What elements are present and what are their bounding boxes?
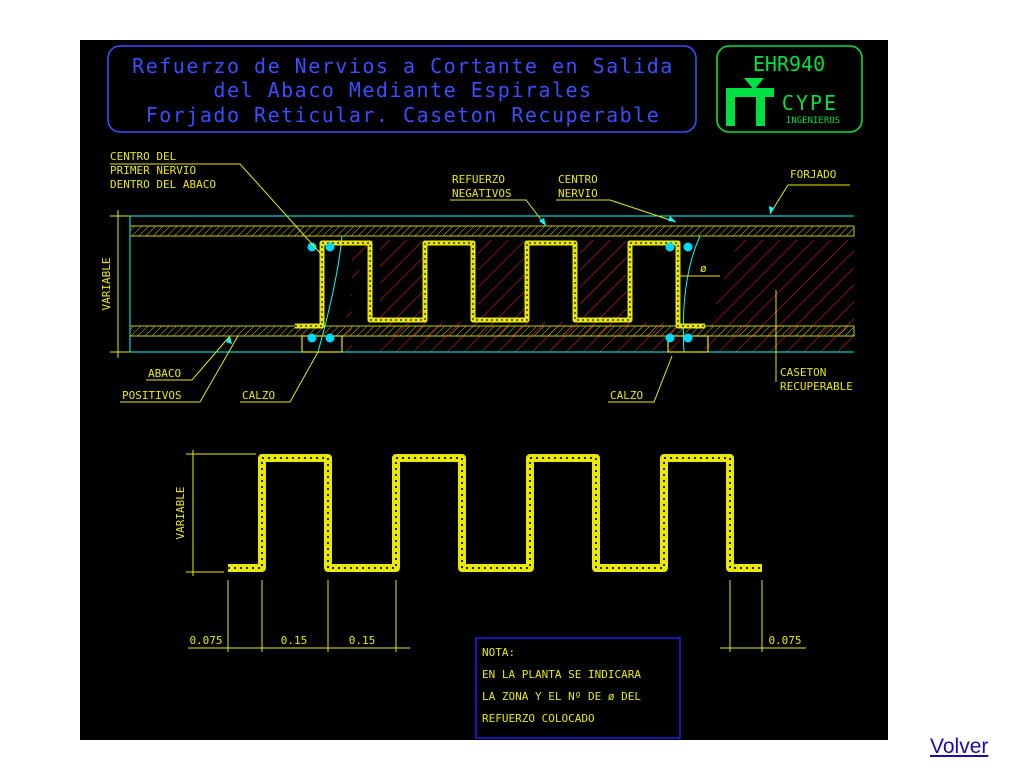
cype-logo: EHR940 CYPE INGENIEROS: [716, 45, 863, 133]
label-centro-nervio-1: CENTRO: [558, 173, 598, 186]
label-refuerzo-2: NEGATIVOS: [452, 187, 512, 200]
calzo-left: [301, 335, 343, 353]
label-calzo-left: CALZO: [242, 389, 275, 402]
cad-canvas: Refuerzo de Nervios a Cortante en Salida…: [100, 45, 863, 739]
label-forjado: FORJADO: [790, 168, 836, 181]
dim-4: 0.075: [768, 634, 801, 647]
label-centro-primer-3: DENTRO DEL ABACO: [110, 178, 216, 191]
label-centro-primer-1: CENTRO DEL: [110, 150, 177, 163]
label-caseton-2: RECUPERABLE: [780, 380, 853, 393]
volver-link[interactable]: Volver: [930, 735, 989, 758]
top-slab: [129, 225, 855, 237]
label-centro-primer-2: PRIMER NERVIO: [110, 164, 196, 177]
spiral-detail: [228, 454, 762, 572]
abaco-slab: [129, 325, 855, 337]
logo-brand: CYPE: [782, 91, 838, 115]
label-positivos: POSITIVOS: [122, 389, 182, 402]
cad-drawing: Refuerzo de Nervios a Cortante en Salida…: [80, 40, 888, 740]
title-frame: [107, 45, 697, 133]
note-line-4: REFUERZO COLOCADO: [482, 712, 595, 725]
logo-code: EHR940: [753, 52, 825, 76]
dim-1: 0.075: [189, 634, 222, 647]
dim-3: 0.15: [349, 634, 376, 647]
logo-sub: INGENIEROS: [786, 116, 840, 126]
label-caseton-1: CASETON: [780, 366, 826, 379]
label-abaco: ABACO: [148, 367, 181, 380]
title-line-2: del Abaco Mediante Espirales: [213, 78, 592, 102]
note-line-2: EN LA PLANTA SE INDICARA: [482, 668, 641, 681]
note-line-1: NOTA:: [482, 646, 515, 659]
title-line-3: Forjado Reticular. Caseton Recuperable: [146, 103, 661, 127]
variable-label-detail: VARIABLE: [174, 487, 187, 540]
label-refuerzo-1: REFUERZO: [452, 173, 505, 186]
dim-2: 0.15: [281, 634, 308, 647]
title-line-1: Refuerzo de Nervios a Cortante en Salida: [132, 54, 674, 78]
label-phi: ø: [700, 262, 707, 275]
note-box: [475, 637, 681, 739]
rebar-dots: [307, 242, 693, 343]
variable-label-section: VARIABLE: [100, 258, 113, 311]
note-line-3: LA ZONA Y EL Nº DE ø DEL: [482, 690, 641, 703]
label-calzo-right: CALZO: [610, 389, 643, 402]
label-centro-nervio-2: NERVIO: [558, 187, 598, 200]
